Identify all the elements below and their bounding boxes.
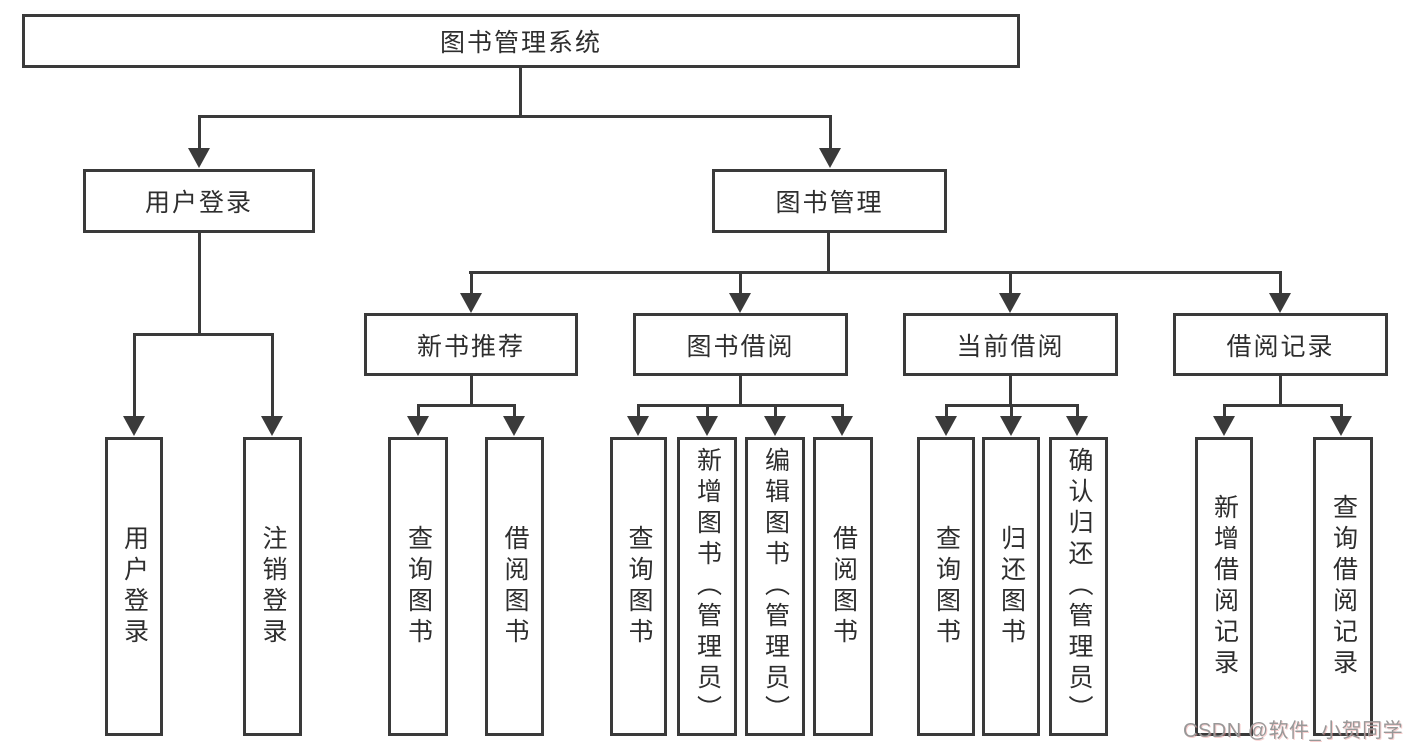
arrowhead bbox=[819, 148, 841, 168]
arrowhead bbox=[1213, 416, 1235, 436]
connector-line bbox=[1010, 404, 1013, 417]
arrowhead bbox=[764, 416, 786, 436]
arrowhead bbox=[188, 148, 210, 168]
arrowhead bbox=[1000, 416, 1022, 436]
arrowhead bbox=[729, 293, 751, 313]
connector-line bbox=[774, 404, 777, 417]
leaf-borrow-edit-label: 编辑图书（管理员） bbox=[761, 447, 790, 726]
connector-line bbox=[1223, 404, 1226, 417]
arrowhead bbox=[460, 293, 482, 313]
node-new-books-label: 新书推荐 bbox=[416, 332, 525, 361]
connector-line bbox=[706, 404, 709, 417]
connector-line bbox=[739, 376, 742, 407]
arrowhead bbox=[935, 416, 957, 436]
connector-line bbox=[1223, 404, 1343, 407]
connector-line bbox=[519, 66, 522, 118]
node-root: 图书管理系统 bbox=[22, 14, 1020, 68]
arrowhead bbox=[831, 416, 853, 436]
connector-line bbox=[945, 404, 948, 417]
connector-line bbox=[1009, 376, 1012, 407]
leaf-newbooks-query-label: 查询图书 bbox=[404, 524, 433, 649]
node-book-management-label: 图书管理 bbox=[775, 189, 884, 217]
arrowhead bbox=[407, 416, 429, 436]
connector-line bbox=[1279, 271, 1282, 295]
arrowhead bbox=[696, 416, 718, 436]
leaf-current-query-label: 查询图书 bbox=[932, 524, 961, 649]
leaf-logout-label: 注销登录 bbox=[259, 524, 287, 649]
connector-line bbox=[198, 115, 201, 150]
node-root-label: 图书管理系统 bbox=[439, 29, 602, 57]
connector-line bbox=[827, 233, 830, 274]
node-borrow-records: 借阅记录 bbox=[1173, 313, 1388, 376]
node-new-books: 新书推荐 bbox=[364, 313, 578, 376]
leaf-user-login: 用户登录 bbox=[105, 437, 163, 736]
leaf-current-query: 查询图书 bbox=[917, 437, 975, 736]
leaf-borrow-edit: 编辑图书（管理员） bbox=[745, 437, 805, 736]
connector-line bbox=[637, 404, 640, 417]
connector-line bbox=[829, 115, 832, 150]
connector-line bbox=[1340, 404, 1343, 417]
connector-line bbox=[841, 404, 844, 417]
leaf-current-return: 归还图书 bbox=[982, 437, 1040, 736]
connector-line bbox=[198, 115, 832, 118]
leaf-borrow-add-label: 新增图书（管理员） bbox=[693, 447, 722, 726]
node-book-borrow-label: 图书借阅 bbox=[686, 332, 795, 361]
arrowhead bbox=[1066, 416, 1088, 436]
leaf-record-add: 新增借阅记录 bbox=[1195, 437, 1253, 736]
connector-line bbox=[1279, 376, 1282, 407]
leaf-current-confirm-label: 确认归还（管理员） bbox=[1065, 447, 1093, 726]
connector-line bbox=[1076, 404, 1079, 417]
connector-line bbox=[470, 376, 473, 407]
arrowhead bbox=[503, 416, 525, 436]
arrowhead bbox=[261, 416, 283, 436]
arrowhead bbox=[1330, 416, 1352, 436]
leaf-record-query-label: 查询借阅记录 bbox=[1329, 493, 1358, 680]
arrowhead bbox=[123, 416, 145, 436]
leaf-newbooks-query: 查询图书 bbox=[388, 437, 448, 736]
connector-line bbox=[198, 233, 201, 335]
node-user-login-label: 用户登录 bbox=[144, 189, 253, 217]
leaf-current-confirm: 确认归还（管理员） bbox=[1049, 437, 1108, 736]
node-book-borrow: 图书借阅 bbox=[633, 313, 848, 376]
leaf-newbooks-borrow-label: 借阅图书 bbox=[501, 524, 529, 649]
leaf-borrow-book: 借阅图书 bbox=[813, 437, 873, 736]
connector-line bbox=[469, 271, 1282, 274]
node-current-borrow: 当前借阅 bbox=[903, 313, 1118, 376]
leaf-borrow-query-label: 查询图书 bbox=[625, 524, 653, 649]
node-borrow-records-label: 借阅记录 bbox=[1226, 332, 1335, 361]
connector-line bbox=[271, 333, 274, 417]
arrowhead bbox=[999, 293, 1021, 313]
node-current-borrow-label: 当前借阅 bbox=[956, 332, 1065, 361]
arrowhead bbox=[1269, 293, 1291, 313]
leaf-newbooks-borrow: 借阅图书 bbox=[485, 437, 544, 736]
connector-line bbox=[417, 404, 420, 417]
leaf-record-add-label: 新增借阅记录 bbox=[1210, 493, 1239, 680]
node-book-management: 图书管理 bbox=[712, 169, 947, 233]
node-user-login: 用户登录 bbox=[83, 169, 315, 233]
leaf-borrow-book-label: 借阅图书 bbox=[829, 524, 858, 649]
connector-line bbox=[513, 404, 516, 417]
connector-line bbox=[133, 333, 274, 336]
connector-line bbox=[417, 404, 516, 407]
connector-line bbox=[470, 271, 473, 295]
connector-line bbox=[637, 404, 844, 407]
arrowhead bbox=[627, 416, 649, 436]
leaf-borrow-query: 查询图书 bbox=[610, 437, 667, 736]
leaf-borrow-add: 新增图书（管理员） bbox=[677, 437, 737, 736]
connector-line bbox=[1009, 271, 1012, 295]
leaf-current-return-label: 归还图书 bbox=[997, 524, 1026, 649]
connector-line bbox=[133, 333, 136, 417]
leaf-user-login-label: 用户登录 bbox=[120, 524, 149, 649]
leaf-logout: 注销登录 bbox=[243, 437, 302, 736]
connector-line bbox=[739, 271, 742, 295]
leaf-record-query: 查询借阅记录 bbox=[1313, 437, 1373, 736]
watermark: CSDN @软件_小贺同学 bbox=[1183, 720, 1404, 742]
